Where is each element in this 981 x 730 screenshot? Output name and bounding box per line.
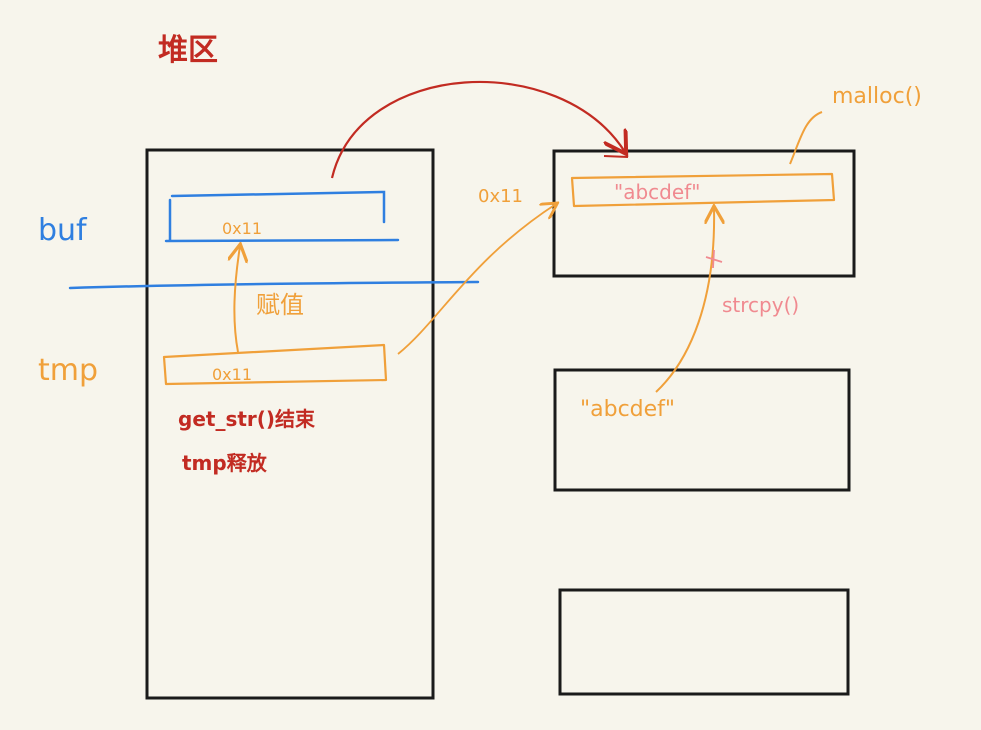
divider-line: [68, 280, 480, 290]
heap-block-3: [558, 588, 850, 696]
malloc-label: malloc(): [832, 84, 922, 109]
malloc-leader: [789, 111, 823, 165]
buf-pointer-arrow: [330, 80, 625, 179]
assign-arrow: [234, 246, 240, 353]
assign-label: 赋值: [256, 291, 304, 319]
note-line-1: get_str()结束: [178, 407, 316, 431]
strcpy-tick: [705, 249, 723, 269]
strcpy-label: strcpy(): [722, 293, 799, 317]
tmp-cell-outline: [162, 343, 388, 386]
strcpy-arrow: [655, 208, 714, 393]
heap-block-2: [553, 368, 851, 492]
note-line-2: tmp释放: [182, 451, 268, 475]
buf-pointer-arrow-tail: [603, 155, 629, 158]
heap-title: 堆区: [158, 33, 218, 68]
heap-string-value: "abcdef": [614, 180, 700, 204]
heap-string-cell: [570, 172, 836, 208]
tmp-value: 0x11: [212, 365, 252, 384]
source-string: "abcdef": [580, 397, 675, 422]
buf-label: buf: [38, 213, 88, 248]
stack-box: [145, 148, 435, 700]
buf-cell-outline: [164, 190, 400, 243]
pointer-arrow: [397, 204, 556, 355]
tmp-label: tmp: [38, 353, 98, 388]
address-label: 0x11: [478, 186, 523, 207]
buf-value: 0x11: [222, 219, 262, 238]
heap-block-1: [552, 149, 856, 278]
